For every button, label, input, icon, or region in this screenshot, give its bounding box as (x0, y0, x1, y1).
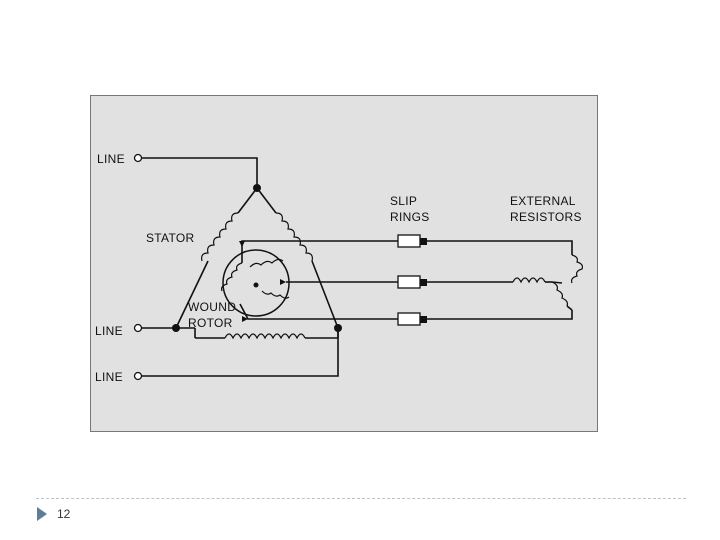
rotor-lead-arrow-3 (242, 316, 248, 322)
wound-rotor-label-1: WOUND (188, 300, 236, 314)
line-label-mid: LINE (95, 324, 123, 338)
stator-label: STATOR (146, 231, 195, 245)
slip-rings-label-1: SLIP (390, 194, 417, 208)
wound-rotor-label-2: ROTOR (188, 316, 233, 330)
line-label-top: LINE (97, 152, 125, 166)
line-wire-bottom (142, 328, 339, 377)
external-resistors (512, 254, 584, 311)
external-resistors-label-2: RESISTORS (510, 210, 582, 224)
slip-rings-label-2: RINGS (390, 210, 430, 224)
line-label-bottom: LINE (95, 370, 123, 384)
wound-rotor-motor-diagram: LINE LINE LINE STATOR WOUND (90, 95, 598, 432)
slip-ring-3 (397, 312, 427, 326)
junction-left (172, 324, 180, 332)
slip-ring-2 (397, 275, 427, 289)
junction-right (334, 324, 342, 332)
stator-delta-winding (175, 187, 339, 340)
rotor-lead-arrow-2 (280, 279, 286, 285)
brush-lead-3 (427, 310, 573, 320)
line-wire-top (142, 157, 258, 188)
line-terminal-mid (133, 323, 143, 333)
rotor-lead-arrow-1 (239, 241, 245, 247)
diagram-background (90, 95, 598, 432)
wound-rotor (220, 249, 290, 317)
page-marker-triangle-icon (37, 507, 47, 521)
line-terminal-top (133, 153, 143, 163)
brush-lead-1 (427, 240, 573, 255)
line-terminal-bottom (133, 371, 143, 381)
junction-top (253, 184, 261, 192)
footer-divider (36, 498, 686, 499)
slip-ring-1 (397, 234, 427, 248)
external-resistors-label-1: EXTERNAL (510, 194, 576, 208)
page-number: 12 (57, 507, 71, 521)
